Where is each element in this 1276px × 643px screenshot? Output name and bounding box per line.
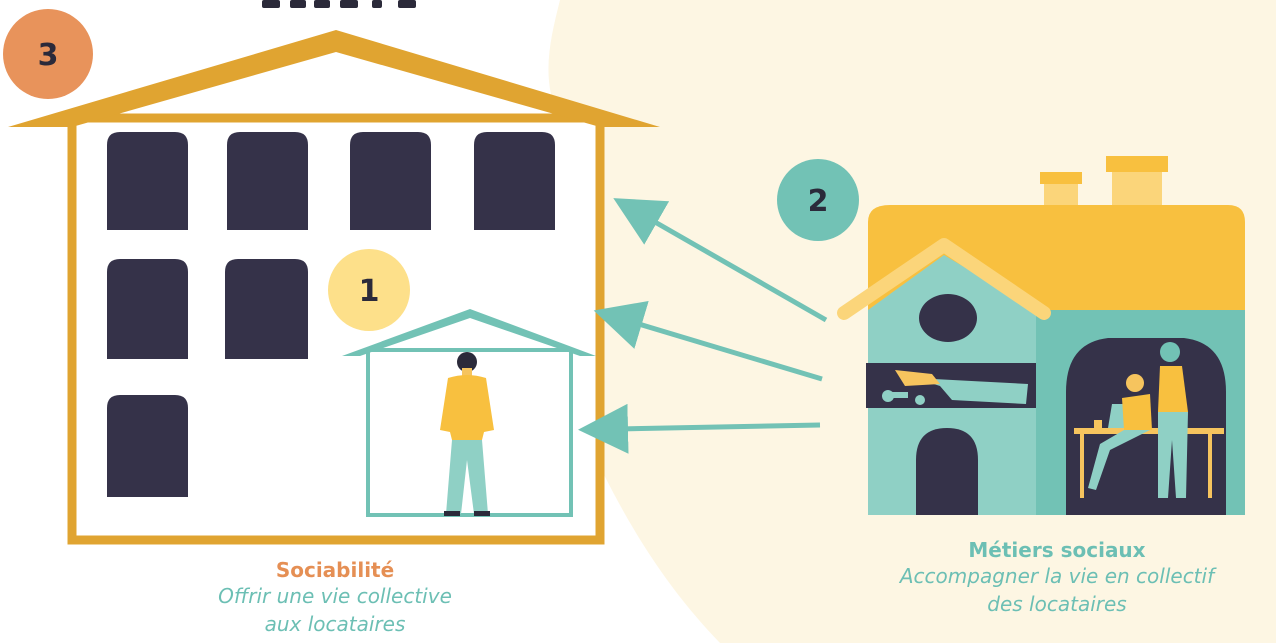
badge-1: 1 [328,249,410,331]
sociabilite-title: Sociabilité [275,558,395,582]
metiers-sociaux-subtitle-line1: Accompagner la vie en collectif [899,564,1215,588]
arrows [578,198,828,454]
arrow-top [613,198,828,323]
cropped-heading-fragment [262,0,416,8]
sociabilite-caption: Sociabilité Offrir une vie collective au… [140,558,530,638]
sociabilite-subtitle-line1: Offrir une vie collective [218,584,452,608]
arrow-middle [593,300,823,382]
person-figure [440,352,494,516]
badge-1-label: 1 [359,274,380,309]
metiers-sociaux-title: Métiers sociaux [968,538,1146,562]
building-roof [8,30,660,127]
building-windows [107,132,555,497]
arrow-bottom [578,403,821,454]
badge-3-label: 3 [38,38,59,73]
sociabilite-subtitle-line2: aux locataires [264,612,406,636]
metiers-sociaux-subtitle-line2: des locataires [987,592,1127,616]
keys-hand [882,370,1028,405]
badge-3: 3 [3,9,93,99]
office-scene [1074,342,1224,498]
badge-2: 2 [777,159,859,241]
metiers-sociaux-caption: Métiers sociaux Accompagner la vie en co… [838,538,1276,618]
social-services-house [837,156,1245,515]
apartment-building [8,30,660,545]
badge-2-label: 2 [808,184,829,219]
